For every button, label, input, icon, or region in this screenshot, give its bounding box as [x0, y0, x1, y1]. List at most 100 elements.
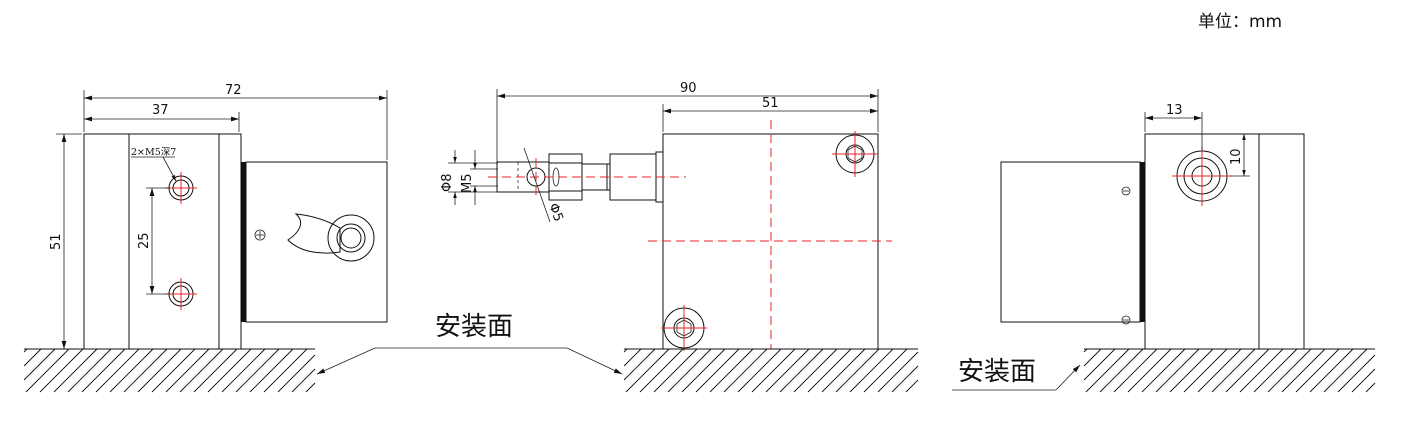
mounting-surface-label-center: 安装面 [435, 312, 513, 342]
hatch-line [1127, 348, 1172, 393]
hatch-line [1169, 348, 1214, 393]
hatch-line [1253, 348, 1298, 393]
dim-hole-horizontal: 13 [1166, 103, 1183, 118]
dim-shaft-dia: Φ8 [440, 173, 455, 192]
screw-icon [254, 229, 266, 241]
hatch-line [1197, 348, 1242, 393]
hatch-line [779, 348, 824, 393]
hatch-line [23, 348, 28, 353]
hatch-line [53, 348, 98, 393]
hatch-line [821, 348, 866, 393]
hatch-line [849, 348, 894, 393]
ground-left [23, 348, 316, 393]
unit-label: 单位：mm [1198, 12, 1282, 32]
hatch-line [709, 348, 754, 393]
hatch-line [751, 348, 796, 393]
hatch-line [1083, 348, 1116, 381]
hatch-line [305, 382, 316, 393]
hatch-line [625, 348, 670, 393]
dim-overall-length: 90 [680, 81, 697, 96]
hatch-line [67, 348, 112, 393]
hatch-line [81, 348, 126, 393]
hatch-line [25, 348, 70, 393]
dim-hole-offset: 37 [152, 103, 169, 118]
mounting-surface-label-right: 安装面 [958, 357, 1036, 387]
dim-hole-pitch: 25 [137, 232, 152, 249]
hatch-line [1141, 348, 1186, 393]
screw-icon-upper [1121, 186, 1131, 196]
hatch-line [1267, 348, 1312, 393]
dim-hole-vertical: 10 [1229, 148, 1244, 165]
hatch-line [623, 348, 656, 381]
side-hole-bottom [661, 305, 707, 351]
front-view: 72 37 51 25 2×M5深7 [49, 83, 388, 350]
hatch-line [235, 348, 280, 393]
right-view: 13 10 [1000, 103, 1305, 350]
hatch-line [249, 348, 294, 393]
hatch-line [1309, 348, 1354, 393]
hatch-line [891, 365, 919, 393]
hatch-line [765, 348, 810, 393]
hatch-line [905, 379, 919, 393]
hatch-line [179, 348, 224, 393]
hatch-line [1225, 348, 1270, 393]
hole-note: 2×M5深7 [131, 147, 176, 158]
mounting-hole-lower [165, 278, 197, 310]
hatch-line [221, 348, 266, 393]
hatch-line [737, 348, 782, 393]
hatch-line [1155, 348, 1200, 393]
hatch-line [151, 348, 196, 393]
hatch-line [1083, 348, 1102, 367]
hatch-line [1365, 382, 1376, 393]
ground-right [1083, 348, 1376, 393]
hatch-line [1211, 348, 1256, 393]
hatch-line [23, 348, 56, 381]
ground-middle [623, 348, 919, 393]
dim-body-length: 51 [762, 96, 779, 111]
hatch-line [1337, 354, 1376, 393]
hatch-line [207, 348, 252, 393]
hatch-line [137, 348, 182, 393]
hatch-line [39, 348, 84, 393]
hatch-line [639, 348, 684, 393]
hatch-line [123, 348, 168, 393]
hatch-line [667, 348, 712, 393]
side-view: 90 51 Φ8 M5 Φ5 [440, 81, 892, 351]
hatch-line [653, 348, 698, 393]
screw-icon-lower [1121, 315, 1131, 325]
hatch-line [623, 348, 628, 353]
right-hole [1172, 146, 1232, 206]
dim-height: 51 [49, 233, 64, 250]
hatch-line [165, 348, 210, 393]
hatch-line [863, 348, 908, 393]
hatch-line [877, 351, 919, 393]
hatch-line [1281, 348, 1326, 393]
hatch-line [109, 348, 154, 393]
hatch-line [623, 348, 642, 367]
hatch-line [681, 348, 726, 393]
hatch-line [723, 348, 768, 393]
hatch-line [807, 348, 852, 393]
hatch-line [95, 348, 140, 393]
hatch-line [1085, 348, 1130, 393]
hatch-line [263, 348, 308, 393]
hatch-line [835, 348, 880, 393]
hatch-line [277, 354, 316, 393]
hatch-line [793, 348, 838, 393]
dim-thread: M5 [460, 174, 475, 194]
dim-overall-width: 72 [225, 83, 242, 98]
hatch-line [1323, 348, 1368, 393]
hatch-line [695, 348, 740, 393]
hatch-line [1351, 368, 1376, 393]
hatch-line [1099, 348, 1144, 393]
hatch-line [1183, 348, 1228, 393]
side-hole-top [832, 131, 878, 177]
hatch-line [1239, 348, 1284, 393]
dim-hole-dia: Φ5 [545, 201, 565, 224]
hatch-line [193, 348, 238, 393]
hatch-line [1083, 348, 1088, 353]
mounting-hole-upper [165, 172, 197, 204]
hatch-line [23, 348, 42, 367]
hatch-line [1113, 348, 1158, 393]
